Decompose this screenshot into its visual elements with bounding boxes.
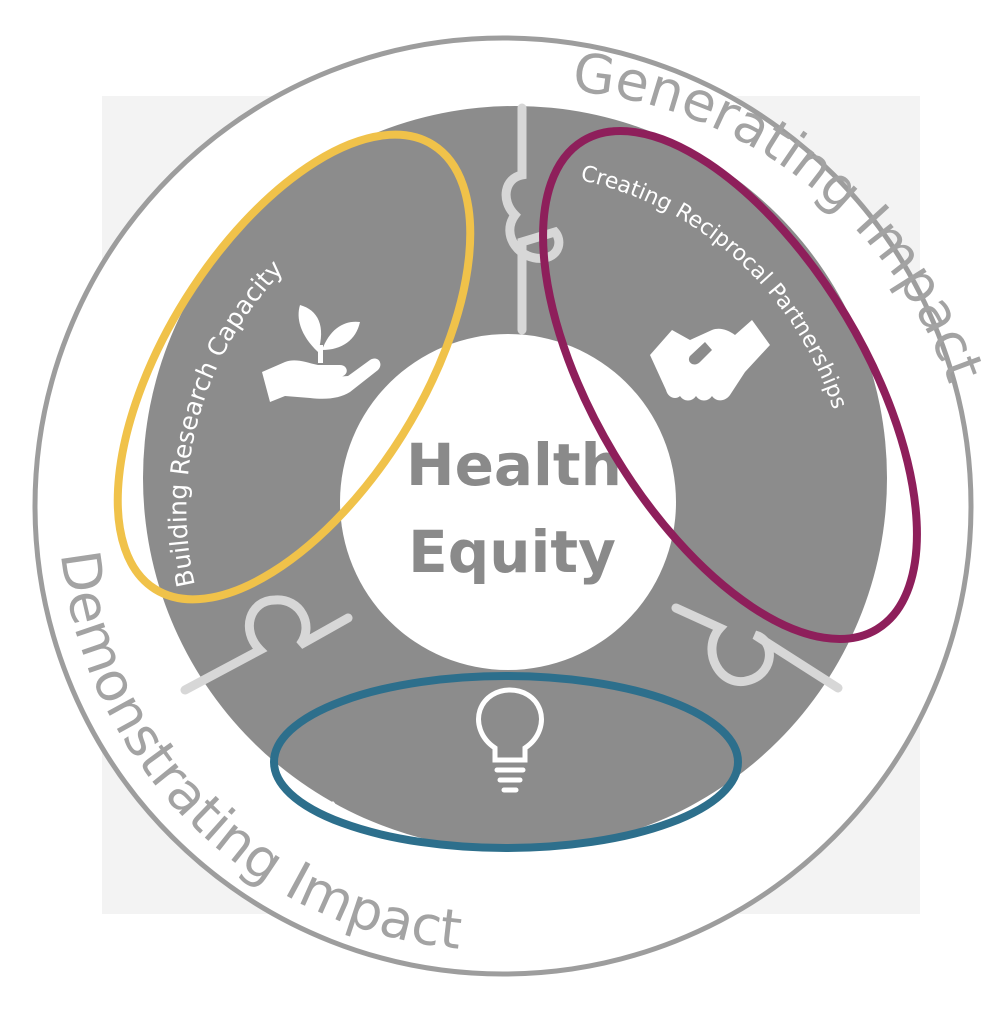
- lightbulb-icon: [476, 687, 544, 793]
- center-circle: [340, 334, 676, 670]
- center-title-line2: Equity: [408, 518, 616, 586]
- hand-with-sprout-icon: [262, 305, 381, 402]
- center-title-line1: Health: [406, 431, 622, 499]
- highlight-building-research-capacity: [113, 130, 475, 604]
- highlight-advancing-knowledge: [270, 672, 742, 852]
- handshake-icon: [650, 320, 770, 401]
- highlight-creating-reciprocal-partnerships: [539, 127, 921, 643]
